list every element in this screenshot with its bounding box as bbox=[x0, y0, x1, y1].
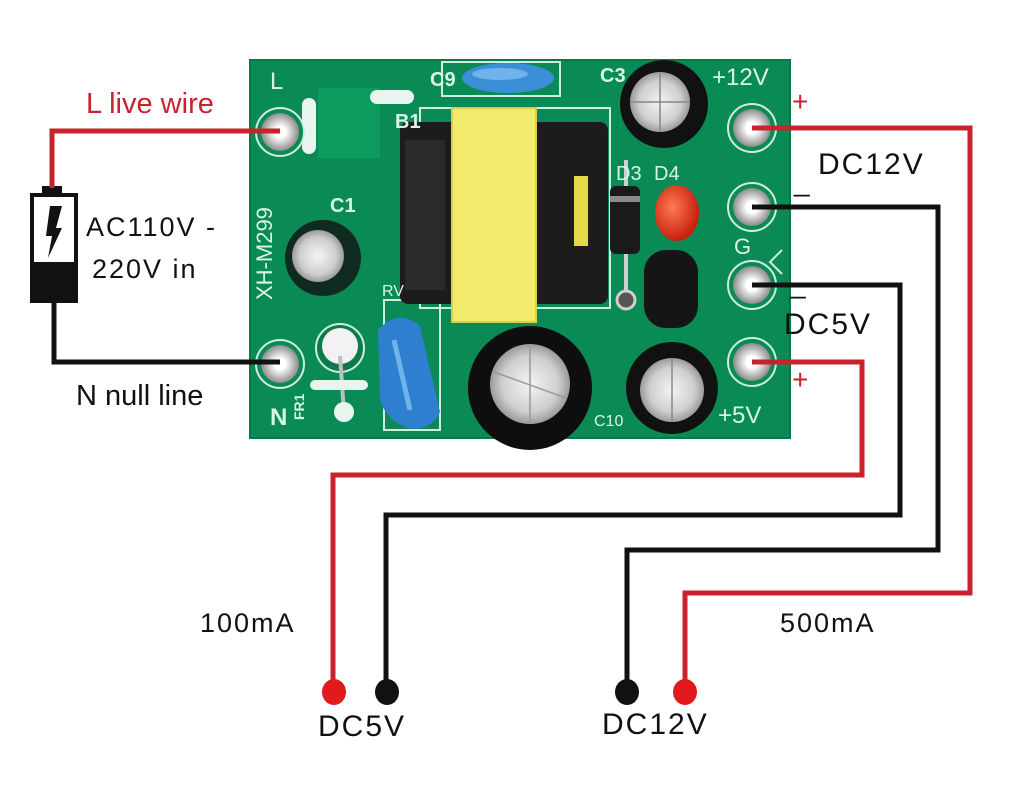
transformer-b1 bbox=[400, 107, 608, 323]
ac-source-icon bbox=[30, 186, 78, 303]
capacitor-c10 bbox=[626, 342, 718, 434]
silk-C9: C9 bbox=[430, 69, 456, 91]
dc5v-bottom-label: DC5V bbox=[318, 710, 407, 743]
plus-12v-sign: + bbox=[792, 86, 811, 117]
live-wire-label: L live wire bbox=[86, 88, 214, 120]
regulator bbox=[644, 250, 698, 328]
wire-null bbox=[51, 301, 280, 365]
dc12v-bottom-label: DC12V bbox=[602, 708, 709, 741]
dc12v-negative-terminal bbox=[615, 679, 639, 705]
silk-C1: C1 bbox=[330, 195, 356, 217]
dc12v-top-label: DC12V bbox=[818, 148, 925, 181]
dc12v-positive-terminal bbox=[673, 679, 697, 705]
silk-slot bbox=[370, 90, 414, 104]
y-capacitor-c9 bbox=[462, 63, 554, 93]
silk-plus5v: +5V bbox=[718, 402, 762, 429]
wire-5v-negative bbox=[383, 282, 903, 690]
dc5v-negative-terminal bbox=[375, 679, 399, 705]
dc5v-positive-terminal bbox=[322, 679, 346, 705]
capacitor-c3 bbox=[620, 60, 708, 148]
silk-C10: C10 bbox=[594, 413, 624, 430]
fuse-resistor-fr1 bbox=[310, 323, 368, 422]
silk-D3: D3 bbox=[616, 163, 642, 185]
copper-pad-area bbox=[318, 88, 380, 158]
source-label-line1: AC110V - bbox=[86, 212, 218, 242]
diode-d3 bbox=[610, 160, 640, 311]
plus-5v-sign: + bbox=[792, 364, 811, 395]
minus-12v-sign: _ bbox=[794, 166, 812, 197]
silk-C3: C3 bbox=[600, 65, 626, 87]
dc5v-top-label: DC5V bbox=[784, 308, 873, 341]
wire-5v-positive bbox=[330, 359, 865, 690]
wire-12v-positive bbox=[682, 125, 973, 690]
dc5v-current-label: 100mA bbox=[200, 608, 296, 638]
silk-G: G bbox=[734, 234, 752, 259]
wire-live bbox=[49, 128, 280, 188]
silk-N: N bbox=[270, 404, 288, 431]
capacitor-c1 bbox=[285, 220, 361, 296]
led-d4 bbox=[655, 185, 699, 241]
null-line-label: N null line bbox=[76, 380, 204, 412]
silk-plus12v: +12V bbox=[712, 64, 769, 91]
silk-L: L bbox=[270, 68, 284, 95]
board-model: XH-M299 bbox=[252, 207, 277, 300]
minus-5v-sign: _ bbox=[790, 268, 808, 299]
silk-D4: D4 bbox=[654, 163, 680, 185]
silk-RV: RV bbox=[382, 283, 404, 300]
x-capacitor bbox=[378, 317, 440, 429]
wire-12v-negative bbox=[624, 204, 941, 690]
dc12v-current-label: 500mA bbox=[780, 608, 876, 638]
silk-bar bbox=[302, 98, 316, 154]
source-label-line2: 220V in bbox=[92, 254, 198, 284]
silk-B1: B1 bbox=[395, 111, 421, 133]
bulk-capacitor bbox=[468, 326, 592, 450]
silk-FR1: FR1 bbox=[291, 393, 307, 420]
